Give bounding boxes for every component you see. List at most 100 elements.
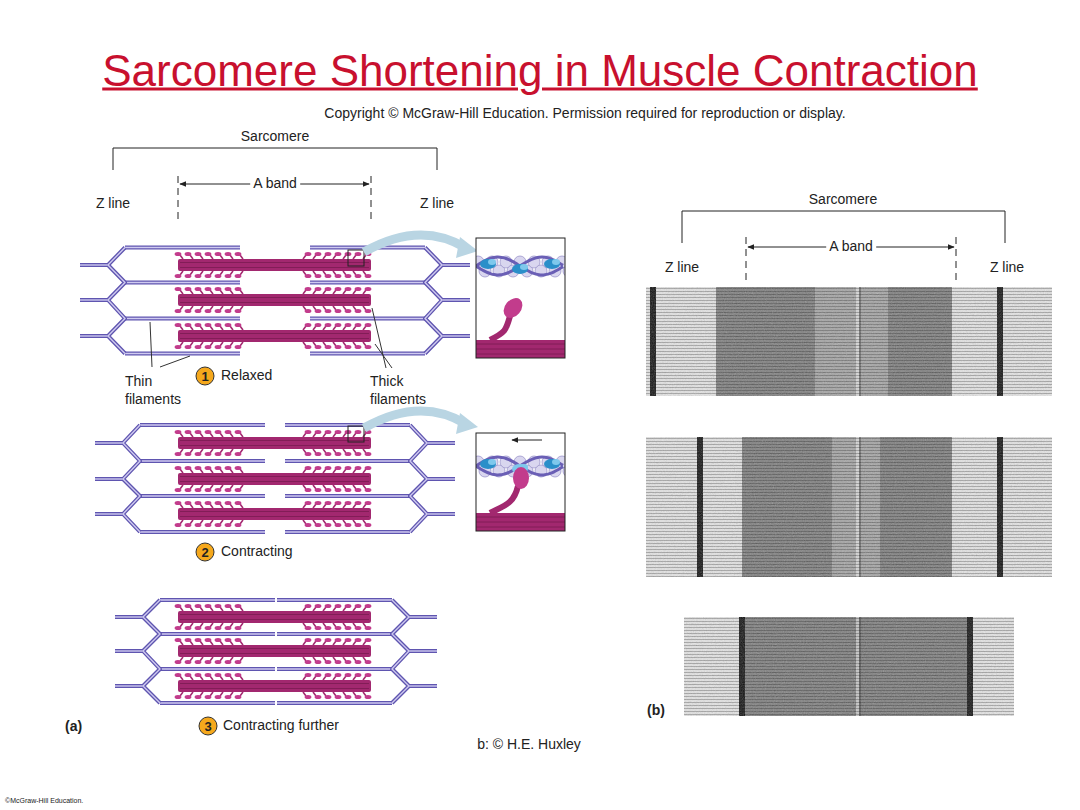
myosin-head (225, 660, 232, 664)
myosin-head (305, 452, 312, 456)
z-line-stub (115, 684, 143, 688)
thin-filament (310, 317, 425, 321)
myosin-head (195, 626, 202, 630)
myosin-head (215, 430, 222, 434)
myosin-head (240, 676, 243, 680)
thick-filament-stripe (180, 338, 369, 339)
z-line-stub (80, 335, 108, 336)
thick-filament-stripe (180, 302, 369, 303)
myosin-head (343, 607, 346, 611)
myosin-head (365, 345, 372, 349)
thick-filament (178, 259, 371, 271)
myosin-head (190, 692, 193, 696)
myosin-head (343, 676, 346, 680)
myosin-head (355, 287, 362, 291)
myosin-head (333, 255, 336, 259)
myosin-head (303, 255, 306, 259)
thin-filament (310, 353, 425, 354)
micrograph-striation (646, 437, 1052, 577)
myosin-head (235, 466, 242, 470)
z-line-stub (427, 441, 455, 445)
binding-site (480, 259, 496, 269)
inset-view (476, 238, 565, 358)
myosin-head (210, 469, 213, 473)
myosin-head (315, 287, 322, 291)
myosin-head (343, 326, 346, 330)
myosin-head (343, 449, 346, 453)
myosin-head (353, 676, 356, 680)
binding-site (480, 459, 496, 469)
myosin-head (333, 271, 336, 275)
inset-background (476, 433, 565, 531)
myosin-head (315, 626, 322, 630)
part-label: Z line (96, 195, 130, 213)
myosin-head (365, 673, 372, 677)
state-label: Contracting further (223, 717, 339, 735)
myosin-head (205, 345, 212, 349)
thin-filament (277, 599, 392, 600)
myosin-head (355, 430, 362, 434)
myosin-head (175, 466, 182, 470)
myosin-head (210, 485, 213, 489)
myosin-head (240, 657, 243, 661)
myosin-head (365, 695, 372, 699)
z-line-stub (442, 263, 470, 267)
z-line-stub (115, 650, 143, 651)
myosin-head (305, 638, 312, 642)
myosin-head (365, 638, 372, 642)
myosin-head (175, 430, 182, 434)
z-line-stub (115, 615, 143, 619)
myosin-head (205, 252, 212, 256)
micrograph-background (646, 287, 1052, 396)
thin-filament (140, 424, 265, 425)
myosin-head (205, 287, 212, 291)
dimension-label: Sarcomere (241, 128, 309, 146)
myosin-head (305, 604, 312, 608)
myosin-head (363, 520, 366, 524)
myosin-head (325, 695, 332, 699)
myosin-head (180, 504, 183, 508)
myosin-head (303, 449, 306, 453)
myosin-head (333, 485, 336, 489)
myosin-head (325, 287, 332, 291)
z-line-stub (409, 616, 437, 617)
callout-number: 2 (195, 542, 215, 562)
myosin-head (303, 469, 306, 473)
thick-filament-stripe (476, 517, 565, 518)
z-line-stub (80, 299, 108, 300)
myosin-head (335, 323, 342, 327)
myosin-head (313, 326, 316, 330)
myosin-head (313, 641, 316, 645)
myosin-head (343, 520, 346, 524)
myosin-head (325, 488, 332, 492)
thin-filament (140, 531, 265, 532)
myosin-head (303, 290, 306, 294)
myosin-head (333, 449, 336, 453)
myosin-head (195, 523, 202, 527)
myosin-head (180, 607, 183, 611)
myosin-head (343, 623, 346, 627)
binding-site (544, 459, 560, 469)
thick-filament-stripe (180, 333, 369, 334)
myosin-head (185, 488, 192, 492)
myosin-head (200, 607, 203, 611)
myosin-head (205, 430, 212, 434)
myosin-head (335, 466, 342, 470)
myosin-head (363, 485, 366, 489)
thick-filament-stripe (476, 354, 565, 355)
myosin-head (363, 641, 366, 645)
myosin-head (200, 692, 203, 696)
myosin-head (210, 271, 213, 275)
myosin-head (353, 607, 356, 611)
myosin-head (205, 323, 212, 327)
sarcomere-panel (115, 600, 437, 703)
myosin-head (365, 309, 372, 313)
myosin-head (180, 433, 183, 437)
myosin-head (230, 449, 233, 453)
myosin-head (200, 255, 203, 259)
myosin-head (220, 469, 223, 473)
myosin-head (335, 660, 342, 664)
inset-frame (476, 433, 565, 531)
myosin-head (353, 485, 356, 489)
myosin-head (215, 501, 222, 505)
